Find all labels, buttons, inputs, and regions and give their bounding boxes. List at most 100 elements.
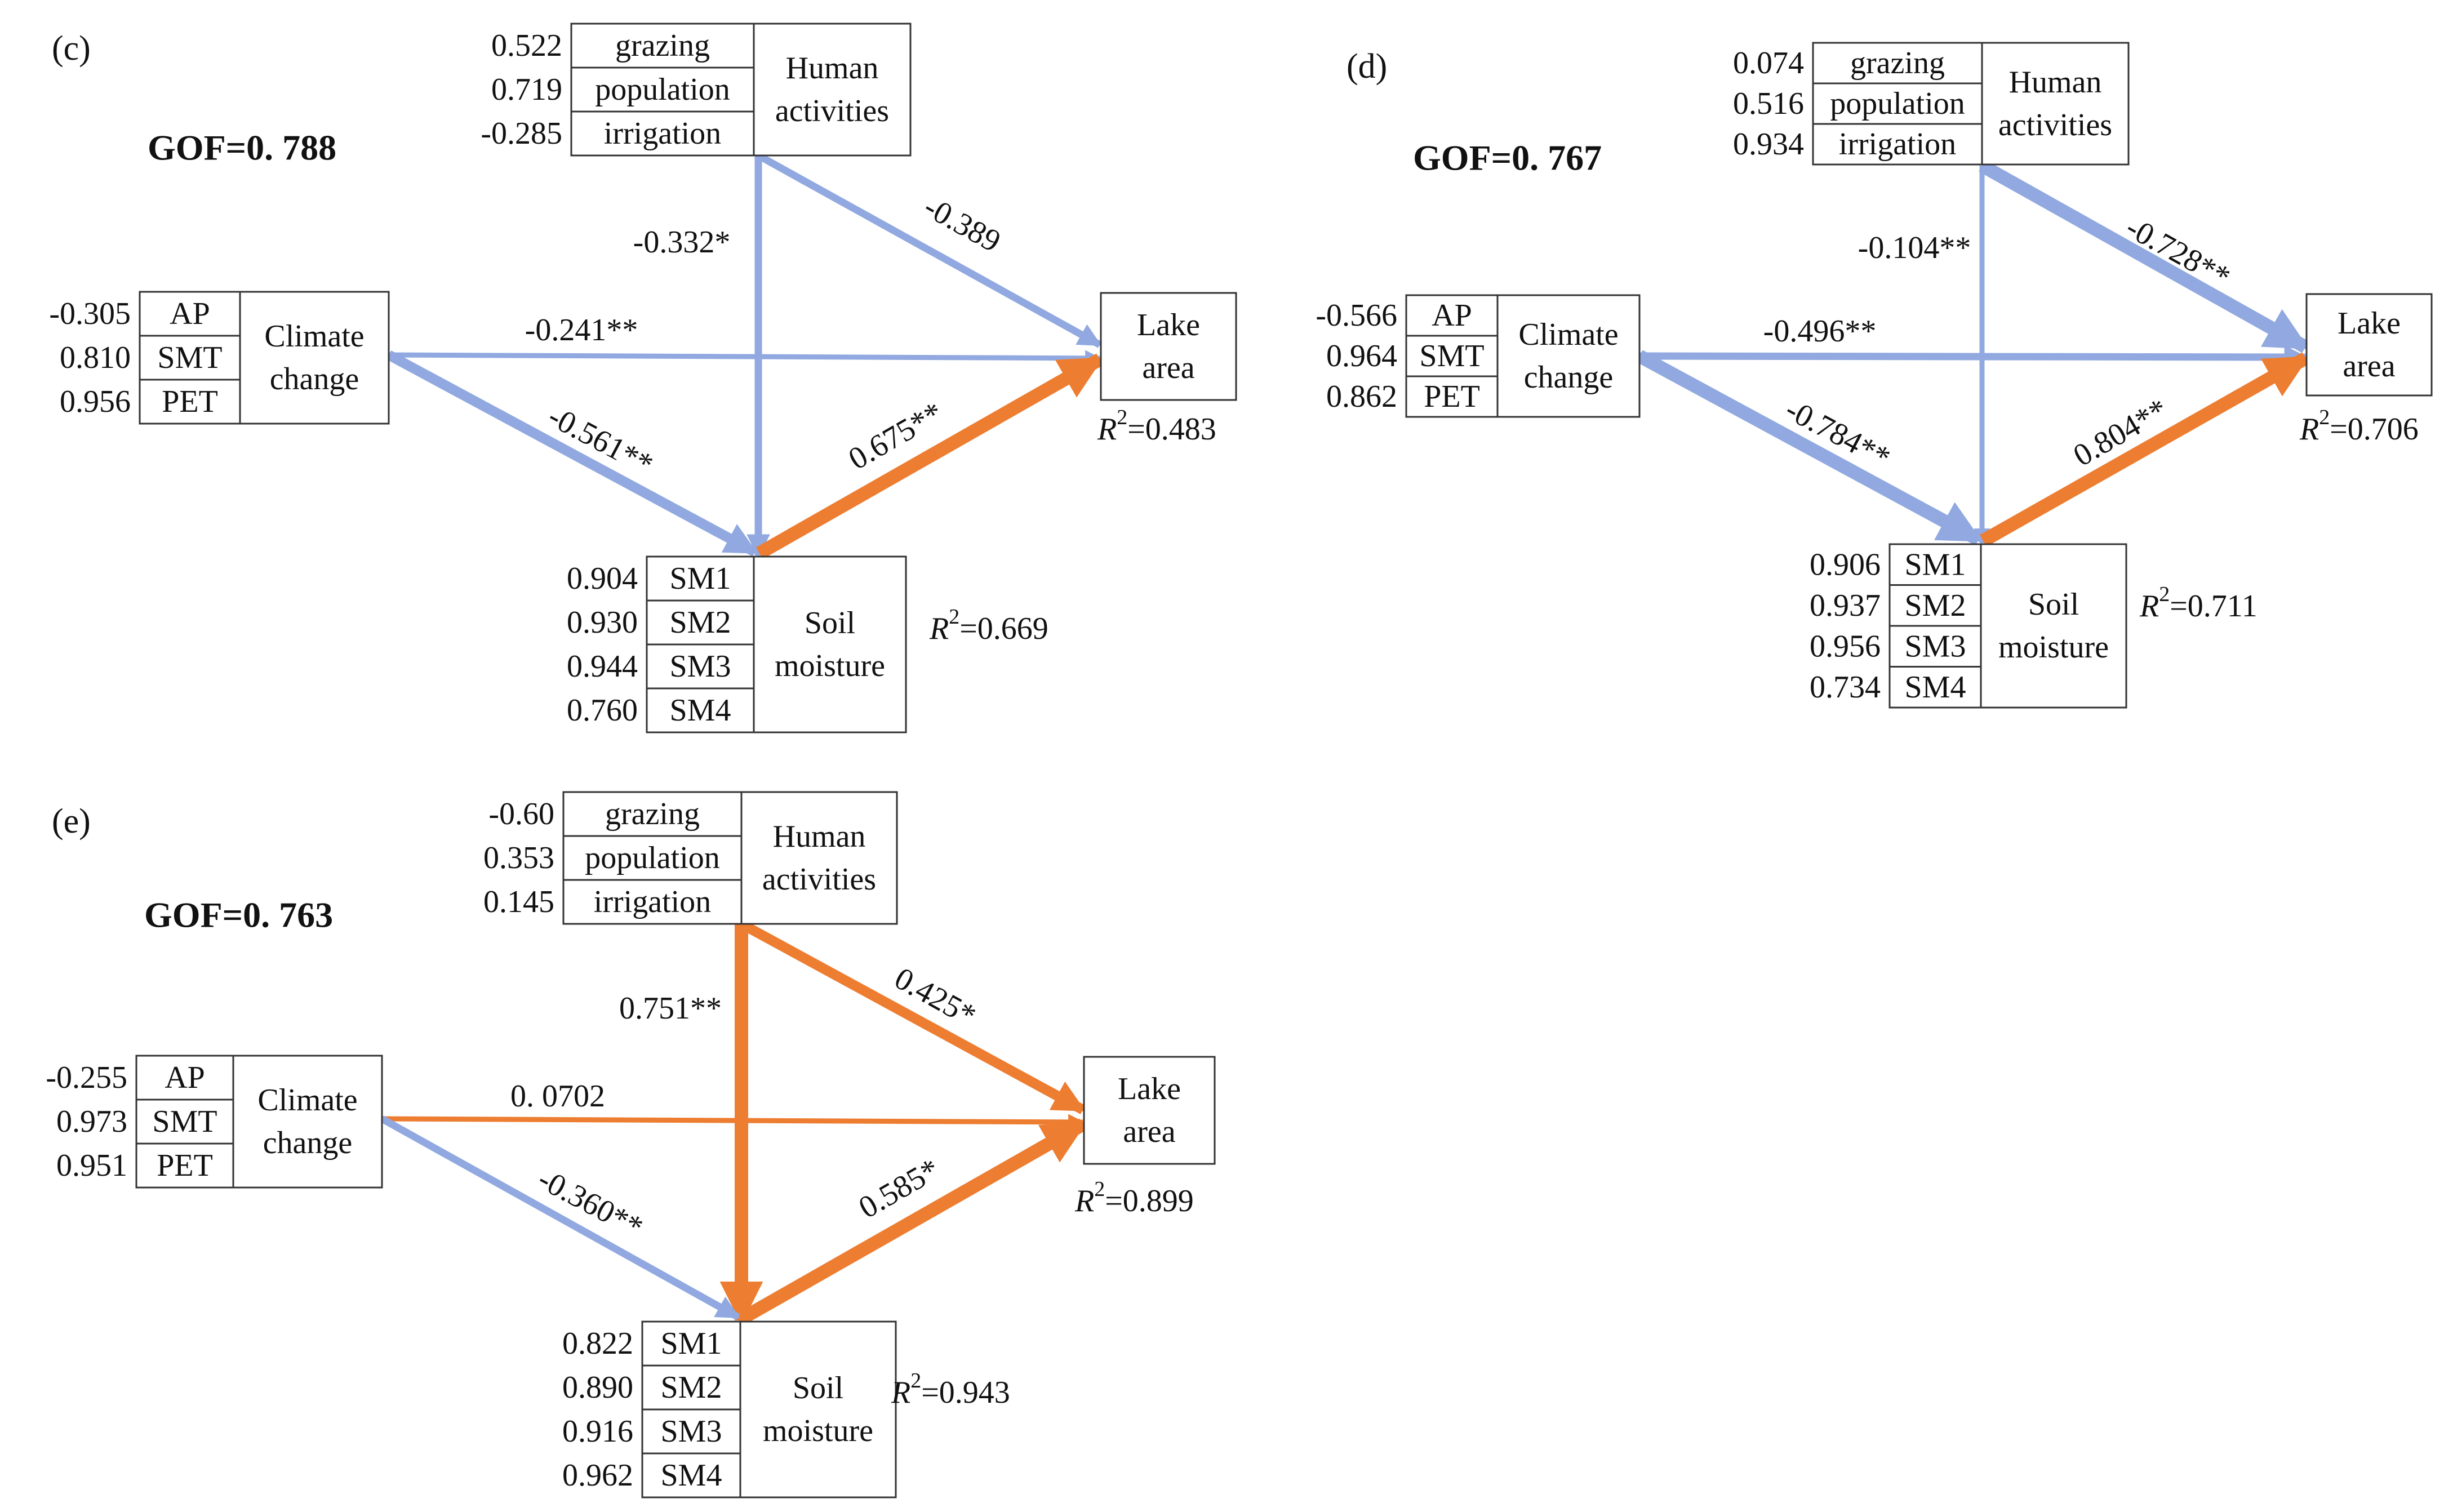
loading-irrigation: -0.285 [481, 116, 562, 151]
lake-area-construct: Lake area [1100, 292, 1237, 401]
loading-sm2: 0.930 [567, 605, 638, 640]
loading-irrigation: 0.934 [1733, 127, 1804, 162]
lake-area-name-line1: Lake [2338, 306, 2401, 341]
human-activities-name-line1: Human [2009, 65, 2102, 100]
human-activities-construct: grazing0.522population0.719irrigation-0.… [481, 23, 912, 157]
climate-change-box [135, 1055, 383, 1189]
panel-label: (e) [52, 802, 91, 841]
gof-value: GOF=0. 767 [1413, 138, 1602, 178]
indicator-sm4: SM4 [670, 693, 731, 728]
human-activities-box [1812, 42, 2130, 166]
coef-climate-to-lake: 0. 0702 [510, 1079, 605, 1114]
path-climate-to-lake [388, 350, 1101, 367]
soil-moisture-construct: SM10.904SM20.930SM30.944SM40.760Soilmois… [567, 555, 907, 733]
indicator-sm3: SM3 [670, 649, 731, 684]
indicator-smt: SMT [152, 1104, 217, 1139]
indicator-pet: PET [157, 1148, 213, 1183]
paths [1636, 159, 2309, 547]
loading-smt: 0.964 [1326, 339, 1397, 373]
r2-soil-moisture: R2=0.669 [929, 605, 1048, 646]
coef-human-to-lake: 0.425* [889, 961, 982, 1034]
lake-area-box [1083, 1056, 1216, 1165]
r2-lake-area: R2=0.483 [1097, 406, 1216, 447]
lake-area-box [1100, 292, 1237, 401]
loading-sm4: 0.962 [562, 1458, 633, 1493]
panel-label: (c) [52, 29, 91, 68]
indicator-ap: AP [1432, 298, 1472, 333]
coef-human-to-soil: 0.751** [619, 991, 722, 1026]
soil-moisture-name-line2: moisture [763, 1413, 873, 1448]
coef-climate-to-lake: -0.241** [525, 313, 638, 348]
human-activities-name-line2: activities [775, 94, 889, 128]
lake-area-name-line2: area [1142, 350, 1194, 385]
loading-grazing: 0.522 [491, 28, 562, 63]
soil-moisture-name-line2: moisture [1998, 630, 2109, 665]
climate-change-name-line1: Climate [257, 1083, 357, 1118]
loading-sm4: 0.760 [567, 693, 638, 728]
lake-area-name-line1: Lake [1118, 1071, 1181, 1106]
path-climate-to-soil [380, 1115, 740, 1320]
loading-pet: 0.951 [56, 1148, 127, 1183]
indicator-sm3: SM3 [1905, 629, 1966, 664]
human-activities-box [570, 23, 912, 157]
path-soil-to-lake [739, 1118, 1087, 1324]
soil-moisture-name-line1: Soil [2028, 587, 2079, 622]
soil-moisture-name-line1: Soil [805, 606, 855, 641]
indicator-sm2: SM2 [670, 605, 731, 640]
climate-change-name-line1: Climate [264, 319, 364, 354]
climate-change-box [139, 291, 390, 425]
soil-moisture-name-line2: moisture [775, 648, 885, 683]
indicator-grazing: grazing [615, 28, 710, 63]
indicator-grazing: grazing [605, 797, 700, 831]
path-climate-to-soil [386, 350, 758, 557]
coef-human-to-soil: -0.104** [1858, 230, 1971, 265]
soil-moisture-construct: SM10.822SM20.890SM30.916SM40.962Soilmois… [562, 1320, 897, 1498]
human-activities-box [562, 791, 898, 925]
panel-d: grazing0.074population0.516irrigation0.9… [1316, 42, 2433, 709]
path-soil-to-lake [1980, 352, 2309, 547]
indicator-irrigation: irrigation [1839, 127, 1956, 162]
lake-area-name-line1: Lake [1137, 308, 1200, 343]
gof-value: GOF=0. 763 [144, 895, 333, 935]
loading-sm1: 0.904 [567, 561, 638, 596]
loading-smt: 0.973 [56, 1104, 127, 1139]
lake-area-construct: Lake area [2305, 293, 2433, 397]
loading-pet: 0.956 [60, 384, 131, 419]
coef-human-to-soil: -0.332* [633, 225, 731, 260]
climate-change-name-line1: Climate [1518, 317, 1618, 352]
loading-ap: -0.305 [49, 296, 131, 331]
loading-ap: -0.566 [1316, 298, 1397, 333]
indicator-smt: SMT [1419, 339, 1484, 373]
paths [386, 152, 1104, 559]
lake-area-construct: Lake area [1083, 1056, 1216, 1165]
indicator-sm1: SM1 [1905, 547, 1966, 582]
gof-value: GOF=0. 788 [148, 128, 336, 168]
lake-area-name-line2: area [2343, 349, 2395, 384]
loading-sm3: 0.944 [567, 649, 638, 684]
loading-irrigation: 0.145 [483, 884, 554, 919]
indicator-sm3: SM3 [661, 1414, 722, 1449]
soil-moisture-construct: SM10.906SM20.937SM30.956SM40.734Soilmois… [1810, 543, 2127, 709]
human-activities-name-line2: activities [762, 862, 876, 897]
loading-sm3: 0.956 [1810, 629, 1881, 664]
loading-sm2: 0.937 [1810, 588, 1881, 623]
panel-label: (d) [1347, 47, 1387, 86]
indicator-sm4: SM4 [661, 1458, 722, 1493]
loading-population: 0.516 [1733, 86, 1804, 121]
path-human-to-lake [756, 152, 1102, 348]
path-climate-to-soil [1636, 350, 1983, 546]
indicator-smt: SMT [157, 340, 222, 375]
lake-area-name-line2: area [1123, 1114, 1175, 1149]
r2-soil-moisture: R2=0.943 [891, 1369, 1010, 1410]
indicator-irrigation: irrigation [594, 884, 711, 919]
panel-e: grazing-0.60population0.353irrigation0.1… [46, 791, 1216, 1498]
human-activities-name-line2: activities [1998, 108, 2112, 143]
loading-sm1: 0.906 [1810, 547, 1881, 582]
indicator-population: population [585, 841, 720, 875]
r2-lake-area: R2=0.706 [2299, 406, 2419, 447]
loading-smt: 0.810 [60, 340, 131, 375]
indicator-population: population [1830, 86, 1965, 121]
